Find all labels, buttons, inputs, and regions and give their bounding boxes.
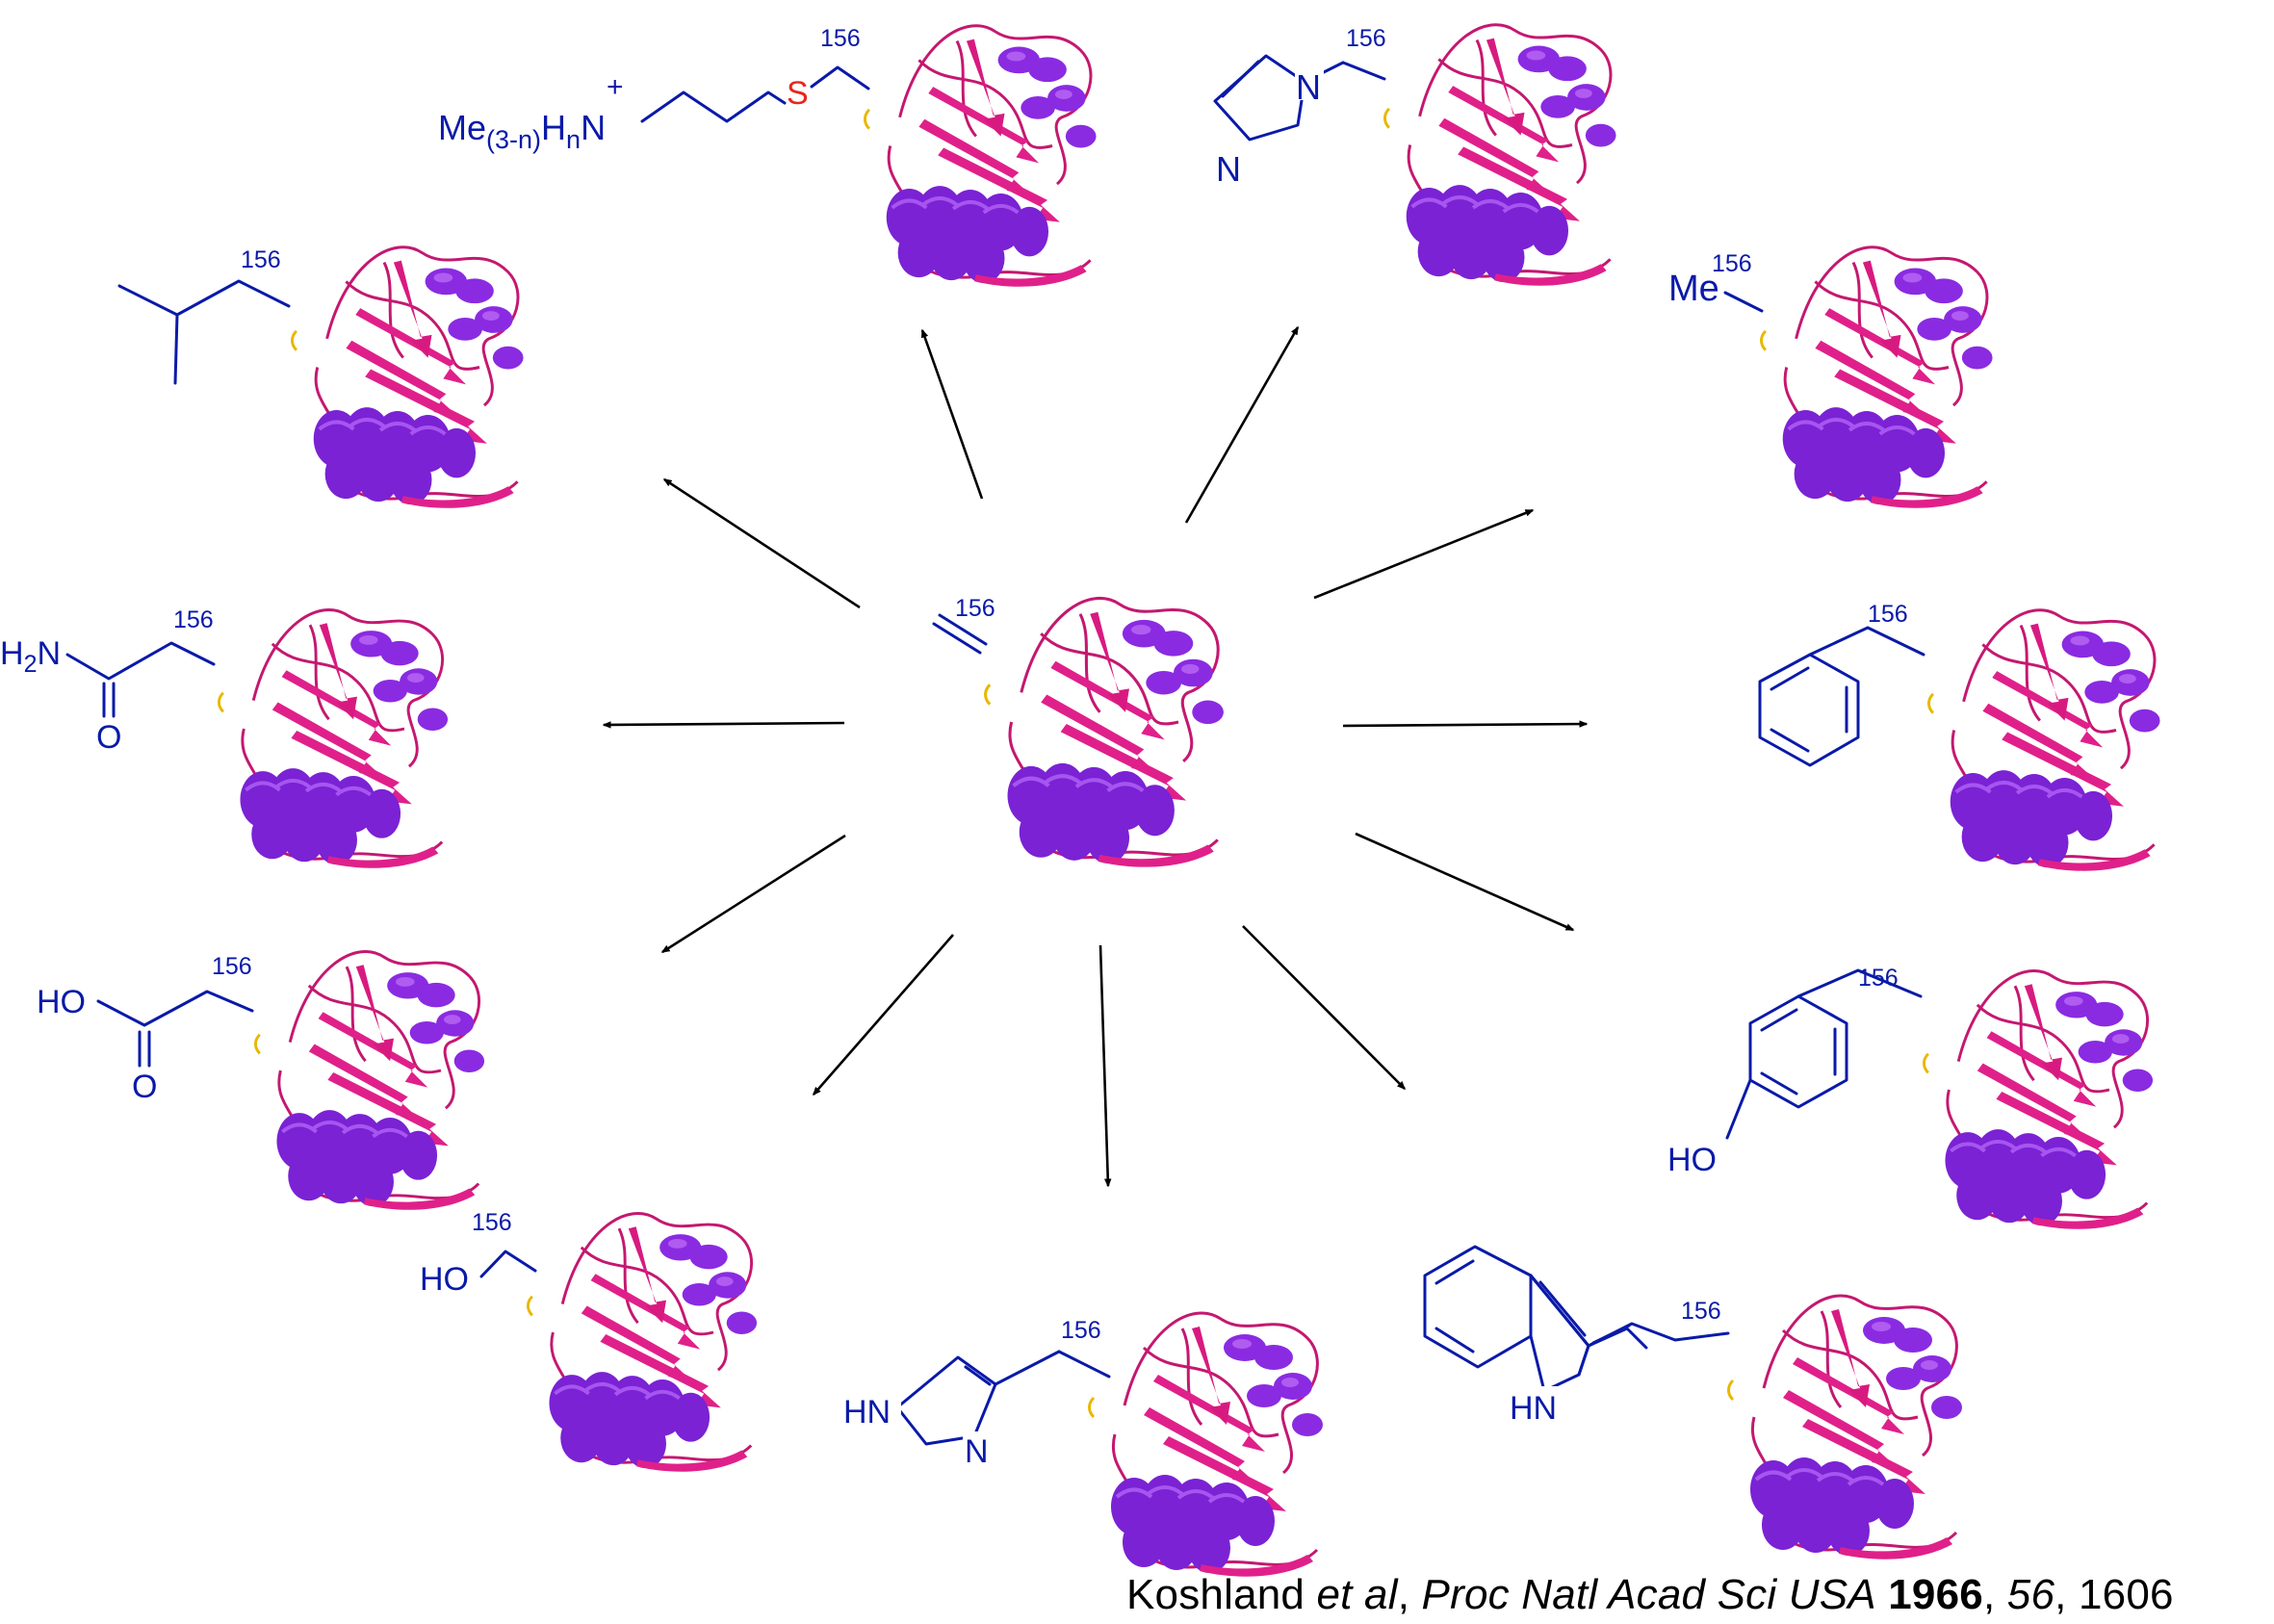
- protein-ribbon-icon: [1922, 968, 2156, 1231]
- arrow-to-tyrosine-derivative: [1355, 832, 1575, 932]
- imidazole-nitrogen-3: N: [1216, 149, 1241, 189]
- arrow-to-alanine-derivative: [1313, 508, 1535, 600]
- protein-ribbon-icon: [526, 1211, 760, 1474]
- nitrogen-atom: N: [581, 108, 606, 147]
- residue-number: 156: [1858, 965, 1899, 992]
- residue-number: 156: [1712, 250, 1752, 277]
- indolylmethyl-derivative: HN 156: [1423, 1245, 1964, 1561]
- citation: Koshland et al, Proc Natl Acad Sci USA 1…: [1126, 1571, 2174, 1618]
- imidazole-nh: HN: [843, 1394, 891, 1431]
- arrow-to-leucine-derivative: [662, 477, 861, 609]
- protein-ribbon-icon: [1759, 245, 1995, 510]
- benzyl-derivative: 156: [1758, 601, 2162, 873]
- amide-nitrogen: N: [37, 635, 61, 672]
- arrow-to-aspartate-derivative: [660, 834, 846, 954]
- hydroxyl-label: HO: [37, 984, 86, 1020]
- arrow-to-serine-derivative: [813, 934, 954, 1096]
- sulfur-atom: S: [787, 75, 809, 112]
- isobutyl-derivative: 156: [117, 245, 526, 510]
- hydroxybenzyl-derivative: HO 156: [1667, 965, 2156, 1231]
- protein-ribbon-icon: [217, 607, 451, 870]
- hydroxymethyl-derivative: HO 156: [420, 1209, 760, 1474]
- imidazolylmethyl-derivative: 156 N N: [1213, 22, 1618, 288]
- histidinyl-derivative: HN N 156: [843, 1311, 1325, 1579]
- phenol-hydroxyl: HO: [1667, 1142, 1717, 1178]
- positive-charge: +: [607, 71, 624, 103]
- carbonyl-oxygen: O: [132, 1069, 157, 1105]
- cysteine-aminoethyl-derivative: 156 S Me(3-n)HnN +: [438, 23, 1098, 289]
- center-dehydroalanine-protein: 156: [932, 595, 1224, 867]
- protein-ribbon-icon: [1382, 22, 1618, 288]
- protein-ribbon-icon: [290, 245, 526, 510]
- residue-number: 156: [1868, 601, 1908, 628]
- methyl-label: Me: [1668, 269, 1719, 309]
- methyl-label: Me: [438, 108, 486, 147]
- arrows: [602, 325, 1589, 1188]
- arrow-to-asparagine-derivative: [602, 721, 845, 729]
- residue-number: 156: [241, 246, 281, 273]
- arrow-to-phenylalanine-derivative: [1342, 720, 1589, 728]
- carboxymethyl-derivative: HO O 156: [37, 949, 487, 1212]
- residue-number: 156: [1681, 1298, 1721, 1325]
- arrow-to-imidazole-derivative: [1184, 325, 1300, 524]
- protein-ribbon-icon: [863, 23, 1098, 289]
- svg-text:Me(3-n)HnN: Me(3-n)HnN: [438, 108, 606, 154]
- protein-ribbon-icon: [253, 949, 487, 1212]
- indole-nh: HN: [1510, 1390, 1557, 1427]
- arrow-to-cysteine-derivative: [920, 328, 984, 500]
- residue-number: 156: [472, 1209, 512, 1236]
- svg-text:H2N: H2N: [0, 635, 61, 678]
- residue-number: 156: [1346, 25, 1386, 52]
- protein-ribbon-icon: [986, 598, 1224, 866]
- arrow-to-histidine-derivative: [1098, 944, 1112, 1188]
- protein-ribbon-icon: [1726, 1294, 1964, 1561]
- imidazole-nitrogen: N: [965, 1433, 989, 1470]
- residue-number: 156: [1061, 1317, 1101, 1344]
- arrow-to-tryptophan-derivative: [1242, 925, 1407, 1091]
- amide-oxygen: O: [96, 719, 121, 756]
- residue-number: 156: [173, 606, 214, 633]
- protein-ribbon-icon: [1087, 1311, 1325, 1579]
- imidazole-nitrogen-1: N: [1296, 67, 1321, 107]
- residue-number: 156: [955, 595, 995, 622]
- methyl-derivative: Me 156: [1668, 245, 1995, 510]
- residue-number: 156: [820, 25, 861, 52]
- residue-number: 156: [212, 953, 252, 980]
- hydroxyl-label: HO: [420, 1261, 469, 1298]
- carbamoylmethyl-derivative: H2N O 156: [0, 606, 451, 870]
- protein-ribbon-icon: [1926, 607, 2162, 873]
